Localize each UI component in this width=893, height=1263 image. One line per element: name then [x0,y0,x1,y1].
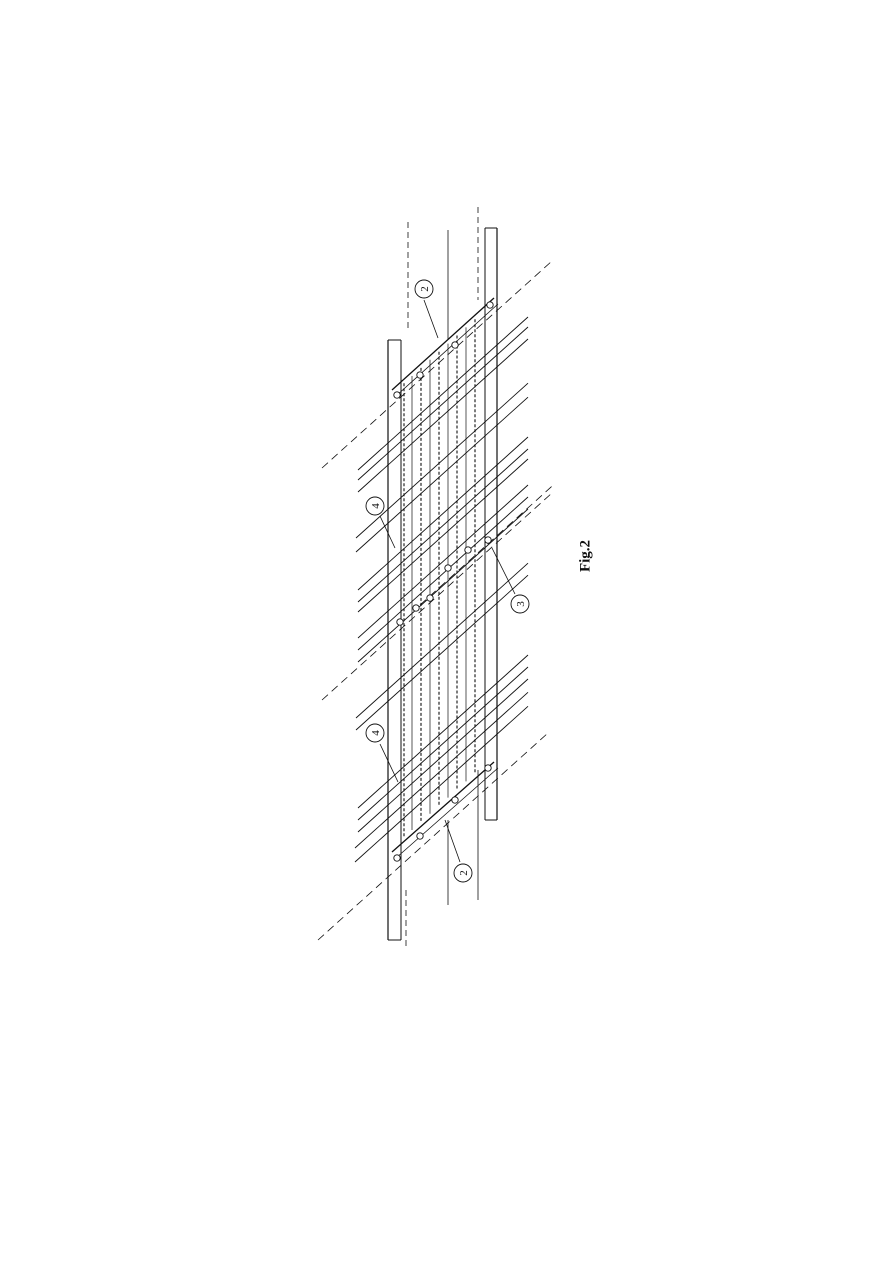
callout-4-lower: 4 [365,723,399,783]
joint-marker [412,604,420,612]
diagonal-member [355,382,529,539]
joint-marker [484,536,492,544]
diagonal-member [357,316,529,471]
joint-marker [444,564,452,572]
callout-label: 4 [370,730,382,736]
joint-marker [464,546,472,554]
diagonal-member [355,562,529,719]
diagonal-member [357,484,529,639]
joint-marker [393,391,401,399]
callout-label: 3 [515,601,527,607]
joint-marker [426,594,434,602]
joint-marker [396,618,404,626]
joint-marker [416,832,424,840]
diagonal-member [357,508,529,663]
diagonal-member [355,574,529,731]
joint-marker [451,796,459,804]
diagonal-member [354,705,529,863]
diagonal-member [357,666,529,821]
callout-4-upper: 4 [365,496,396,549]
joint-marker [416,371,424,379]
diagonal-dash-4 [419,485,553,606]
joint-marker [451,341,459,349]
edge-bottom-inner [395,767,499,859]
callout-label: 2 [419,286,431,292]
diagonal-member [357,458,529,613]
callout-3: 3 [491,547,530,614]
diagonal-member [357,654,529,809]
diagonal-member [357,326,529,481]
joint-marker [484,764,492,772]
edge-top-inner [395,303,499,397]
figure-caption: Fig.2 [577,539,594,573]
joint-marker [393,854,401,862]
callout-label: 2 [458,870,470,876]
diagonal-member [357,678,529,833]
diagonal-member [357,338,529,493]
callout-2-top: 2 [414,279,439,339]
diagonal-dash-1 [321,260,553,469]
diagonal-member [357,448,529,603]
edge-top [391,297,495,391]
diagonal-member [357,496,529,651]
joint-marker [486,301,494,309]
diagonal-member [357,436,529,591]
longitudinal-slats [403,319,476,838]
diagonal-member [354,691,529,849]
callout-label: 4 [370,503,382,509]
diagonal-member [355,396,529,553]
joint-markers [393,301,494,862]
edge-bottom [391,761,495,853]
callout-2-bottom: 2 [444,819,473,883]
